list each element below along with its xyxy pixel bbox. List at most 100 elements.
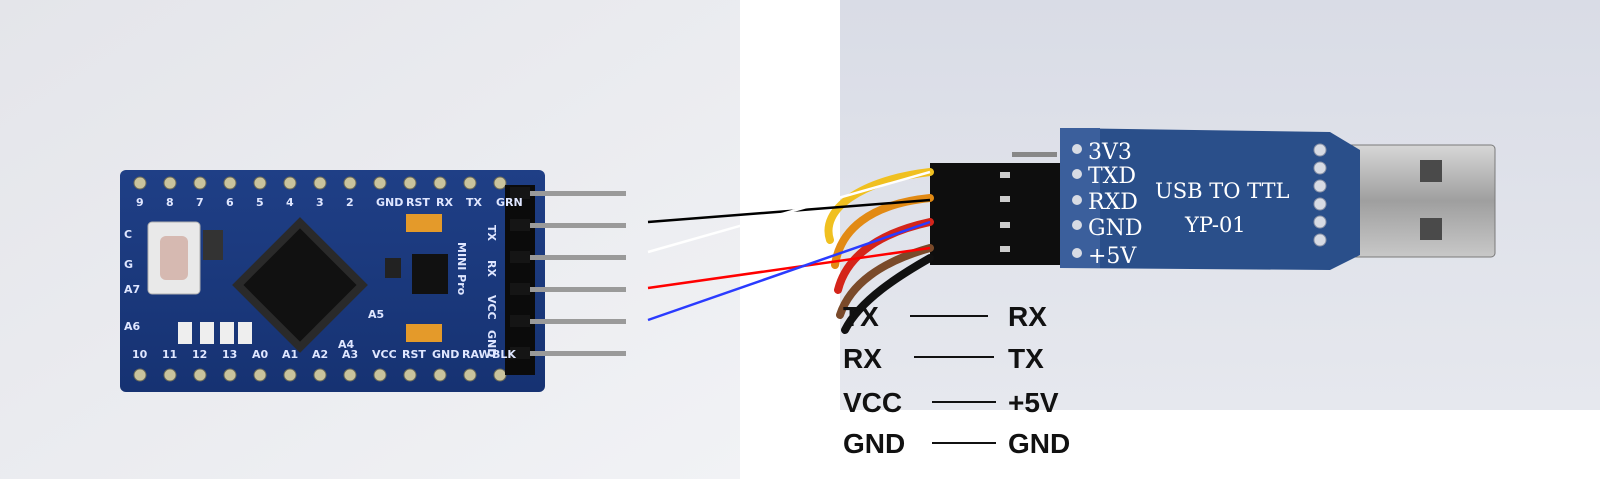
top-pin-hole xyxy=(373,176,387,190)
side-pin-label: RX xyxy=(485,260,498,277)
top-pin-hole xyxy=(493,176,507,190)
left-label-c: C xyxy=(124,228,132,241)
usb-pin-gnd: GND xyxy=(1088,216,1142,241)
top-pin-hole xyxy=(433,176,447,190)
bottom-pin-label: A2 xyxy=(312,348,328,361)
header-pin-base xyxy=(510,347,530,359)
programming-header xyxy=(505,185,535,375)
top-pin-label: 3 xyxy=(316,196,324,209)
top-pin-hole xyxy=(343,176,357,190)
bottom-pin-hole xyxy=(373,368,387,382)
mapping-right-rx: RX xyxy=(1008,301,1047,332)
top-pin-label: 5 xyxy=(256,196,264,209)
top-pin-hole xyxy=(313,176,327,190)
bottom-pin-hole xyxy=(403,368,417,382)
mapping-line-3 xyxy=(932,401,996,403)
bottom-pin-hole xyxy=(133,368,147,382)
top-pin-hole xyxy=(463,176,477,190)
header-pin-base xyxy=(510,283,530,295)
mapping-right-tx: TX xyxy=(1008,343,1044,374)
bottom-pin-hole xyxy=(313,368,327,382)
usb-ttl-adapter: 3V3 TXD RXD GND +5V USB TO TTL YP-01 xyxy=(930,128,1496,270)
top-pin-hole xyxy=(223,176,237,190)
top-pin-hole xyxy=(193,176,207,190)
bottom-pin-label: A3 xyxy=(342,348,358,361)
bottom-pin-label: 12 xyxy=(192,348,207,361)
white-wire xyxy=(647,170,931,254)
dupont-connector xyxy=(930,163,1060,265)
bottom-pin-label: 13 xyxy=(222,348,237,361)
top-pin-hole xyxy=(283,176,297,190)
bottom-pin-label: RST xyxy=(402,348,426,361)
top-pin-label: TX xyxy=(466,196,483,209)
header-pin-base xyxy=(510,251,530,263)
bottom-pin-label: GND xyxy=(432,348,459,361)
top-pin-label: 9 xyxy=(136,196,144,209)
top-pin-label: RX xyxy=(436,196,453,209)
usb-pin-3v3: 3V3 xyxy=(1088,140,1132,165)
left-label-a7: A7 xyxy=(124,283,140,296)
bottom-pin-hole xyxy=(163,368,177,382)
inner-label-a4: A4 xyxy=(338,338,355,351)
bottom-pin-hole xyxy=(253,368,267,382)
top-pin-label: 2 xyxy=(346,196,354,209)
top-pin-label: 8 xyxy=(166,196,174,209)
usb-pin-5v: +5V xyxy=(1088,244,1137,269)
header-pin-base xyxy=(510,315,530,327)
mapping-line-4 xyxy=(932,442,996,444)
bottom-pin-label: 10 xyxy=(132,348,148,361)
bottom-pin-label: BLK xyxy=(492,348,516,361)
top-pin-hole xyxy=(253,176,267,190)
usb-adapter-title: USB TO TTL xyxy=(1155,179,1289,203)
bottom-pin-label: 11 xyxy=(162,348,177,361)
bottom-pin-hole xyxy=(223,368,237,382)
top-pin-row xyxy=(133,176,507,190)
blue-wire xyxy=(647,220,931,322)
bottom-pin-hole xyxy=(433,368,447,382)
top-pin-label: RST xyxy=(406,196,430,209)
mapping-left-vcc: VCC xyxy=(843,387,903,418)
mapping-right-5v: +5V xyxy=(1008,387,1059,418)
top-pin-hole xyxy=(133,176,147,190)
top-pin-label: 4 xyxy=(286,196,294,209)
usb-pin-txd: TXD xyxy=(1088,164,1136,189)
top-pin-hole xyxy=(163,176,177,190)
header-pin xyxy=(520,319,626,324)
header-pin xyxy=(520,351,626,356)
header-pins xyxy=(510,187,626,359)
red-wire xyxy=(647,246,931,290)
bottom-pin-label: A1 xyxy=(282,348,298,361)
top-pin-hole xyxy=(403,176,417,190)
bottom-pin-hole xyxy=(193,368,207,382)
bottom-pin-hole xyxy=(283,368,297,382)
bottom-pin-label: RAW xyxy=(462,348,491,361)
top-pin-label: GRN xyxy=(496,196,523,209)
bottom-pin-hole xyxy=(493,368,507,382)
bottom-pin-label: A0 xyxy=(252,348,269,361)
mapping-left-tx: TX xyxy=(843,301,879,332)
bottom-pin-hole xyxy=(343,368,357,382)
side-pin-label: TX xyxy=(485,225,498,242)
inner-label-a5: A5 xyxy=(368,308,384,321)
mapping-line-1 xyxy=(910,315,988,317)
mapping-left-rx: RX xyxy=(843,343,882,374)
mapping-left-gnd: GND xyxy=(843,428,906,459)
mapping-line-2 xyxy=(914,356,994,358)
header-pin-base xyxy=(510,219,530,231)
side-pin-label: VCC xyxy=(485,295,498,320)
side-pin-label: GND xyxy=(485,330,498,357)
mapping-right-gnd: GND xyxy=(1008,428,1071,459)
header-pin xyxy=(520,223,626,228)
header-pin xyxy=(520,287,626,292)
top-pin-label: 6 xyxy=(226,196,234,209)
bottom-pin-label: VCC xyxy=(372,348,397,361)
connection-wires xyxy=(647,170,931,322)
bottom-pin-row xyxy=(133,368,507,382)
header-pin xyxy=(520,255,626,260)
board-name: MINI Pro xyxy=(455,242,468,296)
header-pin xyxy=(520,191,626,196)
header-pin-base xyxy=(510,187,530,199)
usb-pin-rxd: RXD xyxy=(1088,190,1138,215)
